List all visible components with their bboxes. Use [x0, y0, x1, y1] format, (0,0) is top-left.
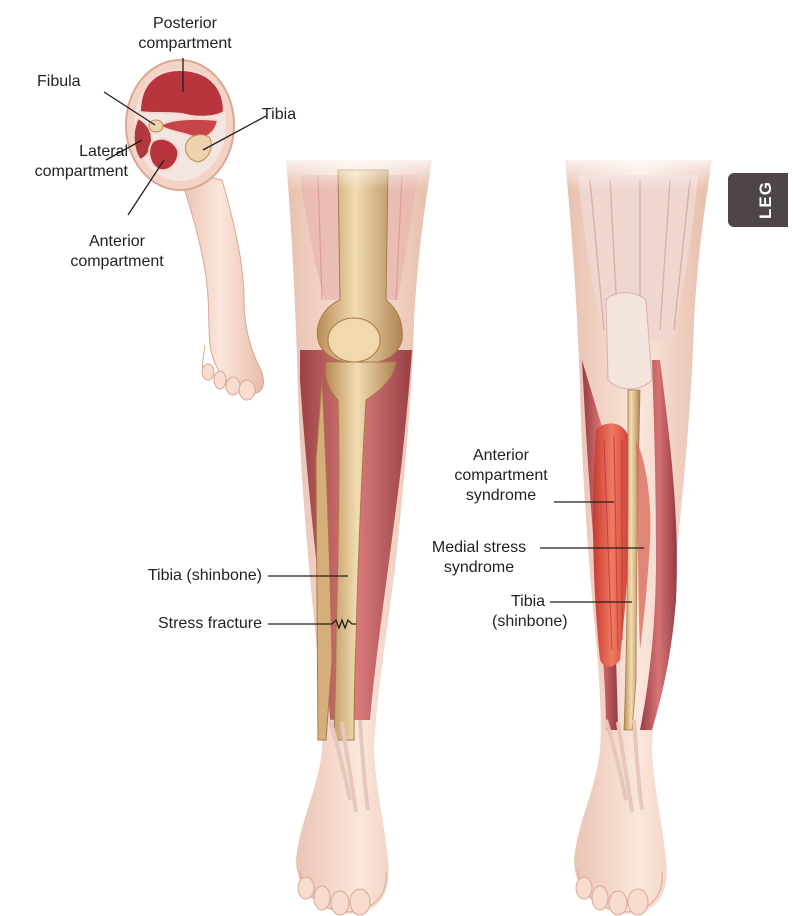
- lateral-compartment-label: Lateral compartment: [20, 142, 128, 182]
- tibia-shinbone-label: Tibia (shinbone): [100, 566, 262, 586]
- kneecap: [328, 318, 380, 362]
- anterior-compartment-syndrome-label: Anterior compartment syndrome: [445, 446, 557, 506]
- right-leg-muscles: [560, 150, 720, 915]
- medial-stress-syndrome-label: Medial stress syndrome: [420, 538, 538, 578]
- cross-section-leg: [126, 60, 264, 400]
- stress-fracture-label: Stress fracture: [110, 614, 262, 634]
- fibula-label: Fibula: [37, 72, 81, 92]
- section-tab: LEG: [728, 173, 788, 227]
- section-tab-label: LEG: [742, 176, 790, 224]
- anterior-compartment-shape: [149, 139, 178, 171]
- tibia-label: Tibia: [262, 105, 296, 125]
- tibia-shinbone-right-label: Tibia (shinbone): [492, 592, 564, 632]
- left-leg-bones: [280, 150, 440, 915]
- anterior-compartment-label: Anterior compartment: [62, 232, 172, 272]
- posterior-compartment-label: Posterior compartment: [125, 14, 245, 54]
